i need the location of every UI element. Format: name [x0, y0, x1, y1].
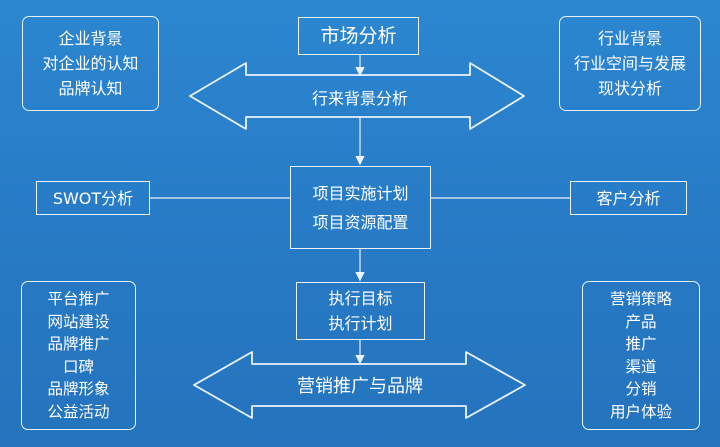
charity-activity-line: 公益活动 [47, 402, 110, 421]
resource-allocation-line: 项目资源配置 [312, 212, 409, 232]
brand-promotion-line: 品牌推广 [47, 335, 110, 353]
platform-promotion-box: 平台推广 网站建设 品牌推广 口碑 品牌形象 公益活动 [21, 281, 136, 430]
market-analysis-box: 市场分析 [298, 17, 419, 55]
distribution-line: 分销 [625, 380, 657, 398]
industry-background-box: 行业背景 行业空间与发展 现状分析 [559, 16, 701, 111]
bottom-arrow-label: 营销推广与品牌 [297, 376, 423, 397]
website-building-line: 网站建设 [47, 312, 110, 331]
brand-image-line: 品牌形象 [47, 380, 110, 398]
word-of-mouth-line: 口碑 [62, 357, 94, 376]
company-background-line: 企业背景 [58, 29, 123, 48]
swot-analysis-box: SWOT分析 [36, 181, 150, 215]
industry-space-line: 行业空间与发展 [573, 54, 686, 73]
execution-plan-line: 执行计划 [328, 314, 393, 333]
industry-background-line: 行业背景 [597, 29, 662, 48]
company-perception-line: 对企业的认知 [42, 54, 139, 73]
promotion-line: 推广 [625, 335, 657, 353]
customer-analysis-label: 客户分析 [596, 188, 661, 208]
platform-promotion-line: 平台推广 [47, 290, 110, 308]
market-analysis-title: 市场分析 [320, 25, 397, 47]
project-plan-box: 项目实施计划 项目资源配置 [290, 166, 431, 249]
status-analysis-line: 现状分析 [597, 79, 662, 98]
marketing-strategy-line: 营销策略 [609, 290, 672, 308]
top-double-arrow [189, 62, 525, 130]
implementation-plan-line: 项目实施计划 [312, 183, 409, 203]
bottom-double-arrow [193, 351, 526, 419]
execution-box: 执行目标 执行计划 [296, 282, 425, 340]
top-arrow-label: 行来背景分析 [311, 89, 409, 108]
execution-target-line: 执行目标 [328, 289, 393, 308]
company-background-box: 企业背景 对企业的认知 品牌认知 [22, 16, 159, 111]
swot-analysis-label: SWOT分析 [52, 188, 134, 208]
customer-analysis-box: 客户分析 [570, 181, 687, 215]
brand-perception-line: 品牌认知 [58, 79, 123, 98]
channel-line: 渠道 [625, 357, 657, 376]
user-experience-line: 用户体验 [609, 402, 672, 421]
product-line: 产品 [625, 312, 657, 331]
marketing-strategy-box: 营销策略 产品 推广 渠道 分销 用户体验 [582, 281, 700, 430]
